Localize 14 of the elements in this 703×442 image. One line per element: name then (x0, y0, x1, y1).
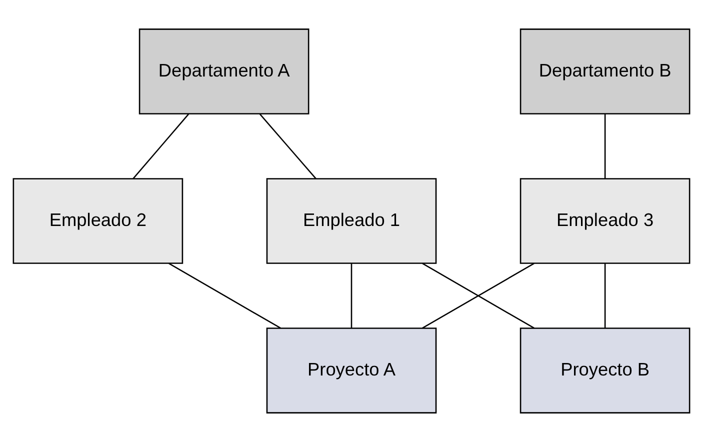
connector (422, 262, 534, 329)
node-box: Empleado 2 (12, 178, 184, 264)
connector (604, 264, 606, 328)
connector (604, 114, 606, 179)
node-box: Empleado 1 (266, 178, 437, 264)
node-box: Empleado 3 (520, 178, 690, 264)
connector (350, 264, 352, 328)
node-box: Departamento B (520, 28, 690, 114)
node-box: Proyecto B (520, 328, 690, 414)
connector (168, 262, 281, 329)
connector (259, 114, 316, 180)
node-box: Proyecto A (266, 328, 437, 414)
connector (132, 114, 190, 180)
node-box: Departamento A (138, 28, 310, 114)
